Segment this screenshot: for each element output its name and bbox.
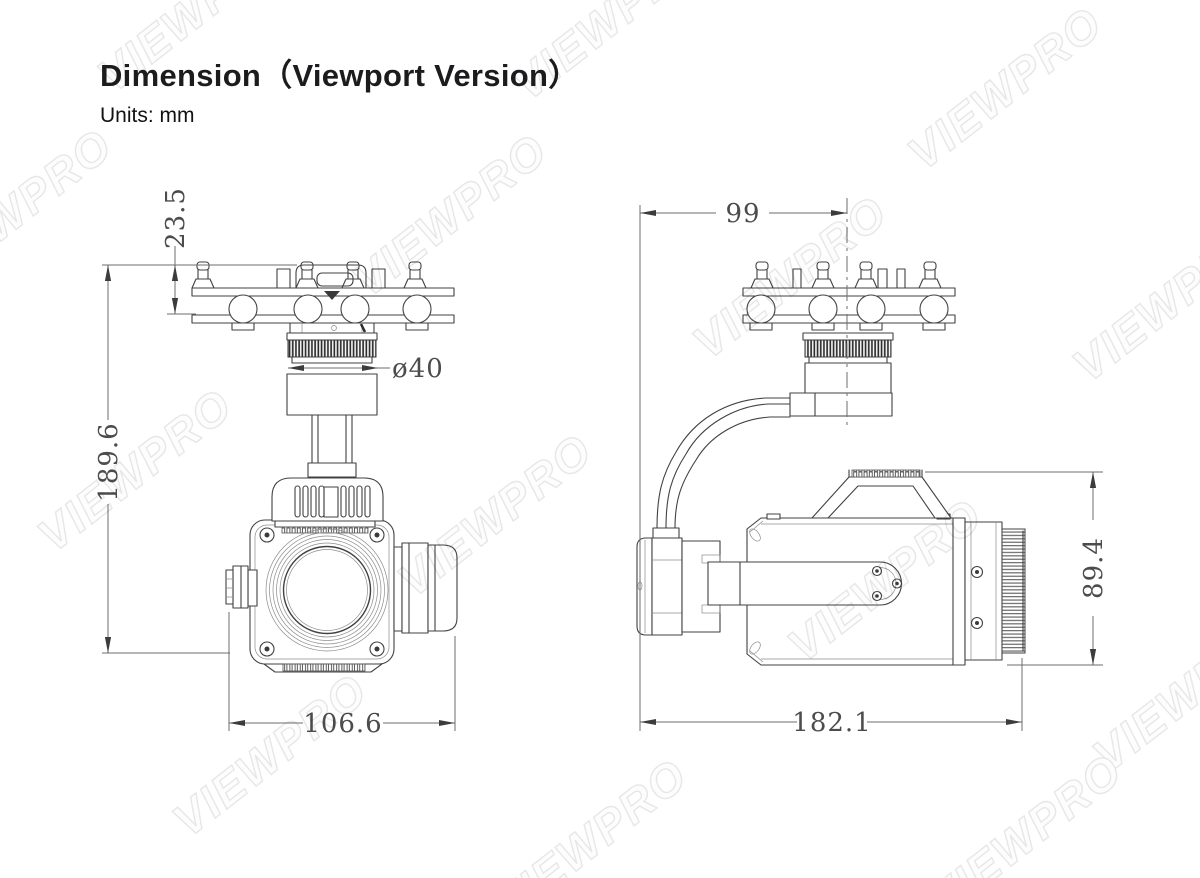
- side-dimensions: 99 89.4 182.1: [639, 198, 1109, 738]
- dim-total-length: 182.1: [792, 708, 871, 738]
- motor-mount-block: [789, 392, 893, 417]
- dim-body-height: 89.4: [1079, 537, 1109, 599]
- front-camera-body: [225, 477, 458, 673]
- front-dimensions: 189.6 23.5 106.6 ø40: [94, 187, 456, 739]
- knurled-ring: [804, 339, 892, 358]
- yaw-arm: [652, 397, 791, 539]
- dim-total-height: 189.6: [94, 422, 124, 501]
- side-camera-body: [707, 469, 1026, 666]
- dim-ring-diameter: ø40: [392, 354, 444, 384]
- front-pan-motor: [286, 322, 378, 478]
- lens-focus-ring: [1001, 528, 1026, 654]
- dim-plate-to-center: 99: [725, 199, 760, 229]
- mount-slot: [749, 528, 761, 542]
- pitch-arm: [707, 561, 903, 606]
- front-damper-plate: [191, 261, 455, 331]
- tilt-motor-cap: [271, 477, 384, 522]
- page-title: Dimension（Viewport Version）: [100, 58, 580, 93]
- shaft: [311, 414, 353, 464]
- knurled-ring: [287, 339, 377, 358]
- dim-plate-height: 23.5: [161, 187, 191, 249]
- side-pan-motor: [802, 332, 894, 394]
- plate-center-mark: [324, 291, 340, 300]
- front-plate: [964, 521, 1003, 661]
- mount-slot: [749, 641, 761, 655]
- dim-body-width: 106.6: [303, 709, 382, 739]
- side-damper-plate: [742, 261, 956, 331]
- right-roll-motor: [393, 542, 458, 634]
- lens: [265, 528, 389, 652]
- units-label: Units: mm: [100, 104, 195, 127]
- front-view: 189.6 23.5 106.6 ø40: [94, 187, 458, 739]
- side-view: 99 89.4 182.1: [636, 198, 1109, 738]
- corner-screws: [259, 527, 385, 657]
- left-knob: [225, 565, 258, 609]
